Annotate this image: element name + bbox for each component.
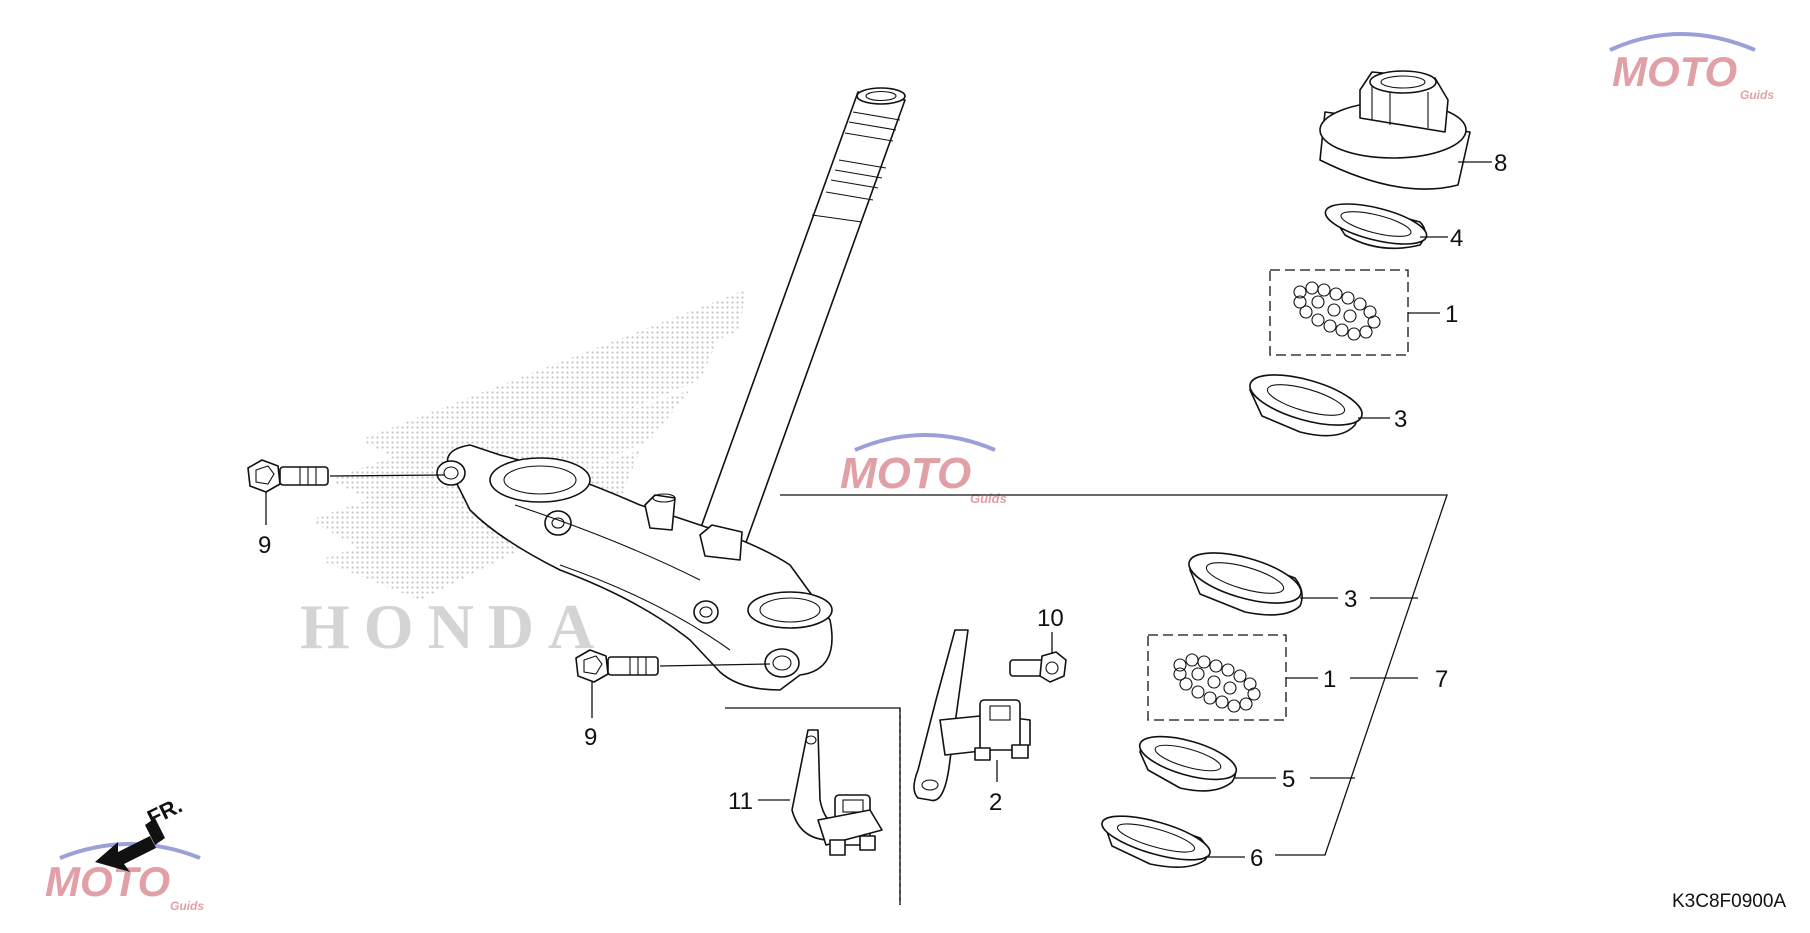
diagram-code: K3C8F0900A xyxy=(1672,891,1786,912)
callout-7: 7 xyxy=(1435,666,1448,693)
svg-text:MOTO: MOTO xyxy=(840,449,971,498)
svg-text:Guids: Guids xyxy=(1740,88,1774,102)
bracket-11 xyxy=(791,729,883,856)
bolt-9-left xyxy=(247,459,329,493)
svg-text:Guids: Guids xyxy=(970,491,1007,506)
part-1-lower-bearing xyxy=(1147,634,1287,721)
bolt-9-lower xyxy=(575,649,659,683)
part-3-upper-race xyxy=(1249,374,1363,437)
callout-3-lower: 3 xyxy=(1344,586,1357,613)
callout-1-lower: 1 xyxy=(1323,666,1336,693)
svg-text:Guids: Guids xyxy=(170,899,204,913)
callout-1-upper: 1 xyxy=(1445,301,1458,328)
moto-watermark-center: MOTO Guids xyxy=(840,433,1007,506)
callout-11: 11 xyxy=(728,788,753,815)
part-8-stem-nut xyxy=(1319,70,1471,190)
svg-text:MOTO: MOTO xyxy=(1612,48,1737,95)
steering-stem-tube xyxy=(699,87,906,546)
bottom-bridge xyxy=(436,444,833,691)
callout-10: 10 xyxy=(1037,605,1064,632)
callout-2: 2 xyxy=(989,789,1002,816)
moto-watermark-bottom-left: MOTO Guids xyxy=(45,842,204,913)
leader-bolt-9-left xyxy=(329,474,446,477)
part-1-upper-bearing xyxy=(1269,269,1409,356)
callout-4: 4 xyxy=(1450,225,1463,252)
callout-5: 5 xyxy=(1282,766,1295,793)
callout-3-upper: 3 xyxy=(1394,406,1407,433)
callout-8: 8 xyxy=(1494,150,1507,177)
leader-bolt-9-lower xyxy=(659,663,771,667)
part-5-race xyxy=(1138,735,1238,792)
callout-9-lower: 9 xyxy=(584,724,597,751)
part-4-dust-seal xyxy=(1324,203,1428,250)
callout-9-left: 9 xyxy=(258,532,271,559)
svg-text:MOTO: MOTO xyxy=(45,858,170,905)
moto-watermark-top-right: MOTO Guids xyxy=(1609,32,1774,102)
group-line-7 xyxy=(780,494,1448,856)
callout-6: 6 xyxy=(1250,845,1263,872)
honda-wordmark: HONDA xyxy=(300,591,608,662)
part-6-dust-seal xyxy=(1101,815,1211,868)
bracket-2 xyxy=(913,629,1031,802)
bolt-10 xyxy=(1009,651,1067,683)
part-3-lower-race xyxy=(1188,552,1303,616)
